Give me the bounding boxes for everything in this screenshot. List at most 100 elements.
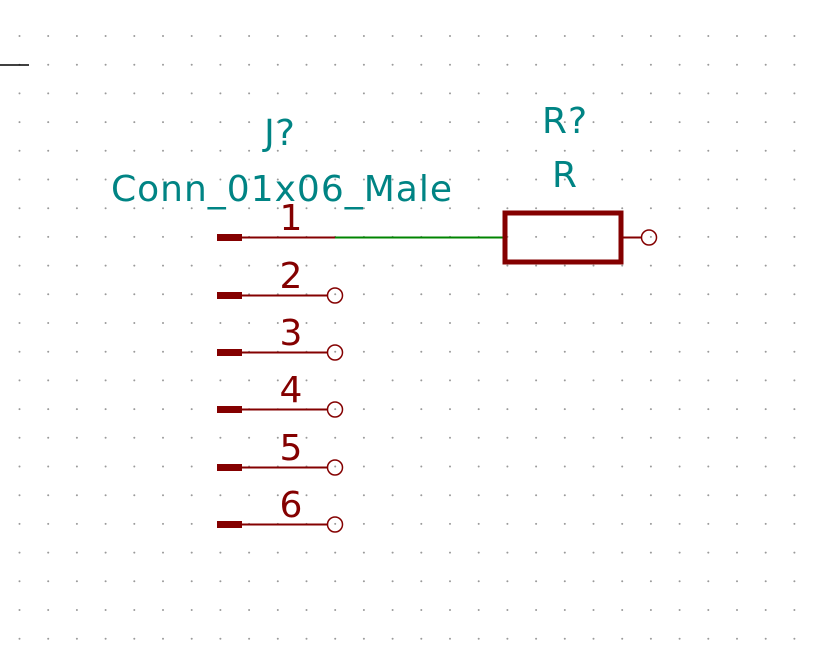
grid-dot bbox=[649, 35, 652, 37]
grid-dot bbox=[563, 63, 566, 66]
grid-dot bbox=[219, 178, 222, 181]
grid-dot bbox=[391, 63, 394, 66]
connector-pin-3[interactable]: 3 bbox=[217, 313, 344, 361]
pin-end-marker-2[interactable] bbox=[326, 287, 344, 304]
connector-reference[interactable]: J? bbox=[262, 113, 296, 154]
grid-dot bbox=[334, 207, 337, 210]
pin-body-5 bbox=[217, 464, 242, 471]
grid-dot bbox=[391, 178, 394, 181]
grid-dot bbox=[535, 264, 538, 267]
grid-dot bbox=[75, 408, 78, 411]
grid-dot bbox=[506, 465, 509, 468]
grid-dot bbox=[104, 35, 107, 37]
grid-dot bbox=[764, 121, 767, 124]
grid-dot bbox=[75, 293, 78, 296]
grid-dot bbox=[621, 121, 624, 124]
grid-dot bbox=[621, 35, 624, 37]
pin-body-2 bbox=[217, 292, 242, 299]
grid-dot bbox=[793, 264, 796, 267]
grid-dot bbox=[362, 264, 365, 267]
connector-pin-1[interactable]: 1 bbox=[217, 198, 335, 241]
grid-dot bbox=[420, 580, 423, 583]
grid-dot bbox=[47, 408, 50, 411]
connector-pin-5[interactable]: 5 bbox=[217, 428, 344, 476]
grid-dot bbox=[190, 637, 193, 640]
grid-dot bbox=[506, 350, 509, 353]
grid-dot bbox=[162, 494, 164, 497]
grid-dot bbox=[707, 580, 710, 583]
resistor-end-marker[interactable] bbox=[640, 229, 658, 246]
grid-dot bbox=[477, 178, 480, 181]
grid-dot bbox=[133, 609, 136, 611]
pin-end-marker-6[interactable] bbox=[326, 516, 344, 533]
pin-end-marker-5[interactable] bbox=[326, 459, 344, 476]
grid-dot bbox=[190, 350, 193, 353]
grid-dot bbox=[162, 207, 164, 210]
grid-dot bbox=[449, 322, 451, 324]
pin-end-marker-3[interactable] bbox=[326, 344, 344, 361]
grid-dot bbox=[563, 436, 566, 439]
grid-dot bbox=[621, 580, 624, 583]
grid-dot bbox=[736, 551, 738, 554]
grid-dot bbox=[219, 207, 222, 210]
connector-pin-2[interactable]: 2 bbox=[217, 256, 344, 304]
connector-pin-4[interactable]: 4 bbox=[217, 370, 344, 418]
grid-dot bbox=[362, 637, 365, 640]
grid-dot bbox=[133, 494, 136, 497]
pin-end-marker-4[interactable] bbox=[326, 401, 344, 418]
grid-dot bbox=[190, 178, 193, 181]
pin-number-2: 2 bbox=[280, 256, 303, 297]
grid-dot bbox=[190, 580, 193, 583]
grid-dot bbox=[736, 408, 738, 411]
resistor-value[interactable]: R bbox=[552, 155, 578, 196]
grid-dot bbox=[506, 92, 509, 95]
grid-dot bbox=[420, 408, 423, 411]
grid-dot bbox=[75, 63, 78, 66]
grid-dot bbox=[391, 35, 394, 37]
grid-dot bbox=[678, 350, 681, 353]
connector-value[interactable]: Conn_01x06_Male bbox=[111, 169, 453, 210]
resistor-symbol[interactable] bbox=[502, 210, 658, 265]
grid-dot bbox=[334, 92, 337, 95]
grid-dot bbox=[133, 436, 136, 439]
grid-dot bbox=[449, 580, 451, 583]
grid-dot bbox=[764, 264, 767, 267]
grid-dot bbox=[18, 609, 21, 611]
grid-dot bbox=[75, 551, 78, 554]
grid-dot bbox=[764, 465, 767, 468]
grid-dot bbox=[736, 322, 738, 324]
grid-dot bbox=[420, 264, 423, 267]
grid-dot bbox=[391, 121, 394, 124]
grid-dot bbox=[621, 63, 624, 66]
grid-dot bbox=[104, 436, 107, 439]
grid-dot bbox=[391, 322, 394, 324]
grid-dot bbox=[190, 264, 193, 267]
grid-dot bbox=[75, 436, 78, 439]
grid-dot bbox=[449, 63, 451, 66]
grid-dot bbox=[75, 178, 78, 181]
grid-dot bbox=[420, 609, 423, 611]
grid-dot bbox=[563, 264, 566, 267]
grid-dot bbox=[420, 465, 423, 468]
grid-dot bbox=[506, 379, 509, 382]
grid-dot bbox=[793, 35, 796, 37]
grid-dot bbox=[18, 551, 21, 554]
grid-dot bbox=[707, 121, 710, 124]
grid-dot bbox=[104, 293, 107, 296]
connector-symbol[interactable]: 1 2 3 4 5 6 bbox=[217, 198, 344, 533]
grid-dot bbox=[793, 235, 796, 238]
grid-dot bbox=[219, 637, 222, 640]
grid-dot bbox=[276, 379, 279, 382]
grid-dot bbox=[649, 436, 652, 439]
grid-dot bbox=[18, 436, 21, 439]
grid-dot bbox=[334, 551, 337, 554]
grid-dot bbox=[592, 637, 595, 640]
grid-dot bbox=[449, 379, 451, 382]
grid-dot bbox=[190, 436, 193, 439]
connector-pin-6[interactable]: 6 bbox=[217, 485, 344, 533]
grid-dot bbox=[104, 92, 107, 95]
grid-dot bbox=[592, 264, 595, 267]
grid-dot bbox=[334, 293, 337, 296]
resistor-reference[interactable]: R? bbox=[542, 101, 588, 142]
